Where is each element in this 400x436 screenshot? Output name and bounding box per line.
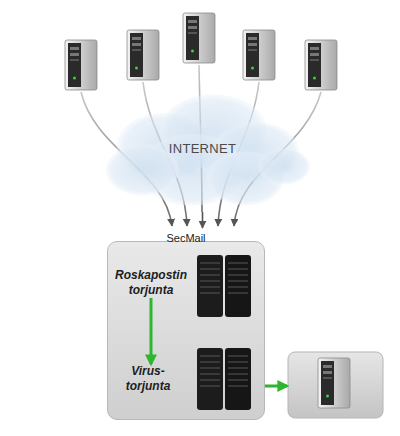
process-arrow	[150, 298, 153, 364]
destination-box	[288, 352, 383, 418]
internet-cloud: INTERNET	[95, 92, 310, 212]
flow-arrow	[202, 212, 204, 228]
group-heading: SecMail	[107, 232, 265, 244]
stage-label-text: Virus- torjunta	[113, 364, 183, 394]
rack-server	[197, 255, 251, 317]
server-icon	[305, 40, 337, 90]
group-box	[107, 241, 265, 420]
server-icon	[318, 358, 350, 408]
cloud-label: INTERNET	[95, 141, 310, 156]
server-icon	[183, 13, 215, 63]
server-icon	[65, 40, 97, 90]
secmail-box: SecMailRoskapostin torjuntaVirus- torjun…	[107, 228, 265, 420]
stage-label: Roskapostin torjunta	[109, 268, 193, 298]
stage-label: Virus- torjunta	[113, 364, 183, 394]
stage-label-text: Roskapostin torjunta	[109, 268, 193, 298]
rack-server	[197, 348, 251, 410]
server-icon	[127, 30, 159, 80]
server-icon	[243, 30, 275, 80]
